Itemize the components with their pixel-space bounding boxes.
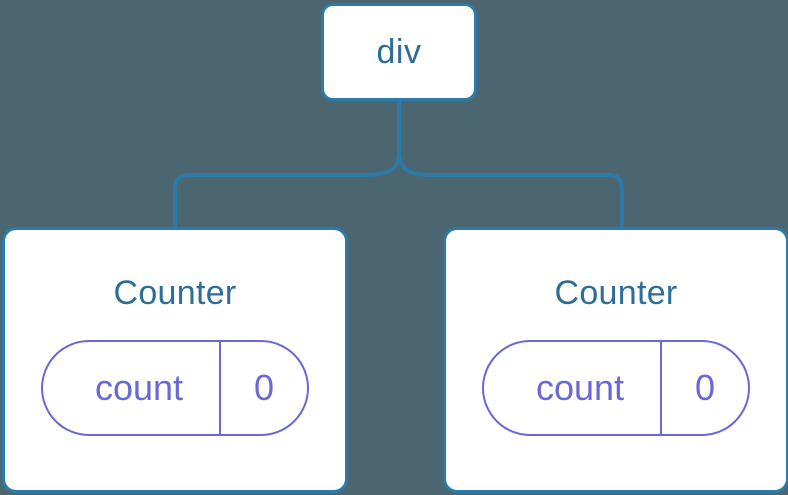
node-counter-left[interactable]: Counter count 0 <box>2 227 348 493</box>
state-pill-left[interactable]: count 0 <box>41 340 309 436</box>
state-value-right: 0 <box>660 342 748 434</box>
connector-branch-left <box>173 150 401 229</box>
state-pill-right[interactable]: count 0 <box>482 340 750 436</box>
node-div[interactable]: div <box>321 3 477 101</box>
state-key-right: count <box>535 367 625 408</box>
node-counter-right[interactable]: Counter count 0 <box>443 227 788 493</box>
state-key-left: count <box>94 367 184 408</box>
node-counter-right-label: Counter <box>554 274 678 312</box>
node-counter-left-label: Counter <box>113 274 237 312</box>
node-div-label: div <box>376 33 422 71</box>
connector-branch-right <box>397 150 624 229</box>
state-value-left: 0 <box>219 342 307 434</box>
